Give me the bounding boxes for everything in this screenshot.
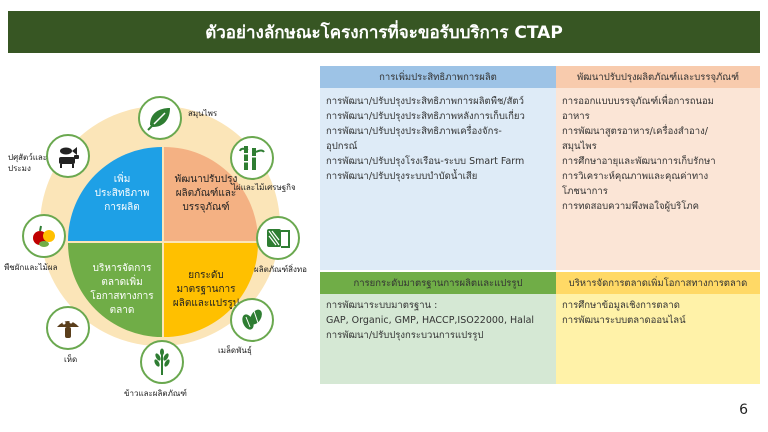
list-item: การพัฒนา/ปรับปรุงประสิทธิภาพการผลิตพืช/ส…: [326, 96, 524, 107]
header-standard-upgrade: การยกระดับมาตรฐานการผลิตและแปรรูป: [320, 272, 556, 294]
bamboo-icon: [230, 136, 274, 180]
list-item: การออกแบบบรรจุภัณฑ์เพื่อการถนอม: [562, 96, 714, 107]
list-item: การพัฒนา/ปรับปรุงโรงเรือน-ระบบ Smart Far…: [326, 156, 525, 167]
list-item: การพัฒนาระบบมาตรฐาน :: [326, 300, 438, 311]
header-production-efficiency: การเพิ่มประสิทธิภาพการผลิต: [320, 66, 556, 88]
list-item: GAP, Organic, GMP, HACCP,ISO22000, Halal: [326, 315, 535, 326]
seed-label: เมล็ดพันธุ์: [218, 346, 252, 355]
slide-title: ตัวอย่างลักษณะโครงการที่จะขอรับบริการ CT…: [8, 11, 760, 53]
list-item: สมุนไพร: [562, 141, 597, 152]
list-item: อาหาร: [562, 111, 590, 122]
livestock-label-2: ประมง: [8, 164, 31, 173]
header-market-management: บริหารจัดการตลาดเพิ่มโอกาสทางการตลาด: [556, 272, 760, 294]
list-item: อุปกรณ์: [326, 141, 358, 152]
bamboo-label: ไผ่และไม้เศรษฐกิจ: [232, 183, 296, 192]
page-number: 6: [739, 402, 748, 418]
project-type-diagram: เพิ่มประสิทธิภาพการผลิต พัฒนาปรับปรุงผลิ…: [0, 60, 320, 432]
list-item: การพัฒนา/ปรับปรุงประสิทธิภาพหลังการเก็บเ…: [326, 111, 525, 122]
list-item: การศึกษาอายุและพัฒนาการเก็บรักษา: [562, 156, 716, 167]
textile-label: ผลิตภัณฑ์สิ่งทอ: [254, 265, 307, 274]
quadrant-label: ยกระดับมาตรฐานการผลิตและแปรรูป: [172, 270, 240, 309]
quadrant-label: พัฒนาปรับปรุงผลิตภัณฑ์และบรรจุภัณฑ์: [174, 174, 238, 213]
list-standard-upgrade: การพัฒนาระบบมาตรฐาน : GAP, Organic, GMP,…: [320, 294, 556, 384]
list-item: การพัฒนา/ปรับปรุงกระบวนการแปรรูป: [326, 330, 484, 341]
list-item: โภชนาการ: [562, 186, 608, 197]
seed-icon: [230, 298, 274, 342]
quadrant-label: เพิ่มประสิทธิภาพการผลิต: [94, 174, 150, 213]
rice-icon: [140, 340, 184, 384]
livestock-label-1: ปศุสัตว์และ: [8, 153, 48, 162]
fabric-roll-icon: [256, 216, 300, 260]
list-item: การพัฒนา/ปรับปรุงประสิทธิภาพเครื่องจักร-: [326, 126, 502, 137]
list-production-efficiency: การพัฒนา/ปรับปรุงประสิทธิภาพการผลิตพืช/ส…: [320, 88, 556, 270]
leaf-icon: [138, 96, 182, 140]
list-item: การศึกษาข้อมูลเชิงการตลาด: [562, 300, 680, 311]
header-product-packaging: พัฒนาปรับปรุงผลิตภัณฑ์และบรรจุภัณฑ์: [556, 66, 760, 88]
mushroom-label: เห็ด: [64, 355, 78, 364]
list-market-management: การศึกษาข้อมูลเชิงการตลาด การพัฒนาระบบตล…: [556, 294, 760, 384]
list-item: การวิเคราะห์คุณภาพและคุณค่าทาง: [562, 171, 709, 182]
fruit-label: พืชผักและไม้ผล: [4, 263, 58, 272]
rice-label: ข้าวและผลิตภัณฑ์: [124, 389, 187, 398]
fish-cow-icon: [46, 134, 90, 178]
list-item: การทดสอบความพึงพอใจผู้บริโภค: [562, 201, 699, 212]
list-product-packaging: การออกแบบบรรจุภัณฑ์เพื่อการถนอม อาหาร กา…: [556, 88, 760, 270]
list-item: การพัฒนาสูตรอาหาร/เครื่องสำอาง/: [562, 126, 708, 137]
mushroom-icon: [46, 306, 90, 350]
quadrant-label: บริหารจัดการตลาดเพิ่มโอกาสทางการตลาด: [90, 263, 154, 316]
herb-label: สมุนไพร: [188, 109, 218, 118]
list-item: การพัฒนาระบบตลาดออนไลน์: [562, 315, 686, 326]
fruit-icon: [22, 214, 66, 258]
list-item: การพัฒนา/ปรับปรุงระบบบำบัดน้ำเสีย: [326, 171, 478, 182]
